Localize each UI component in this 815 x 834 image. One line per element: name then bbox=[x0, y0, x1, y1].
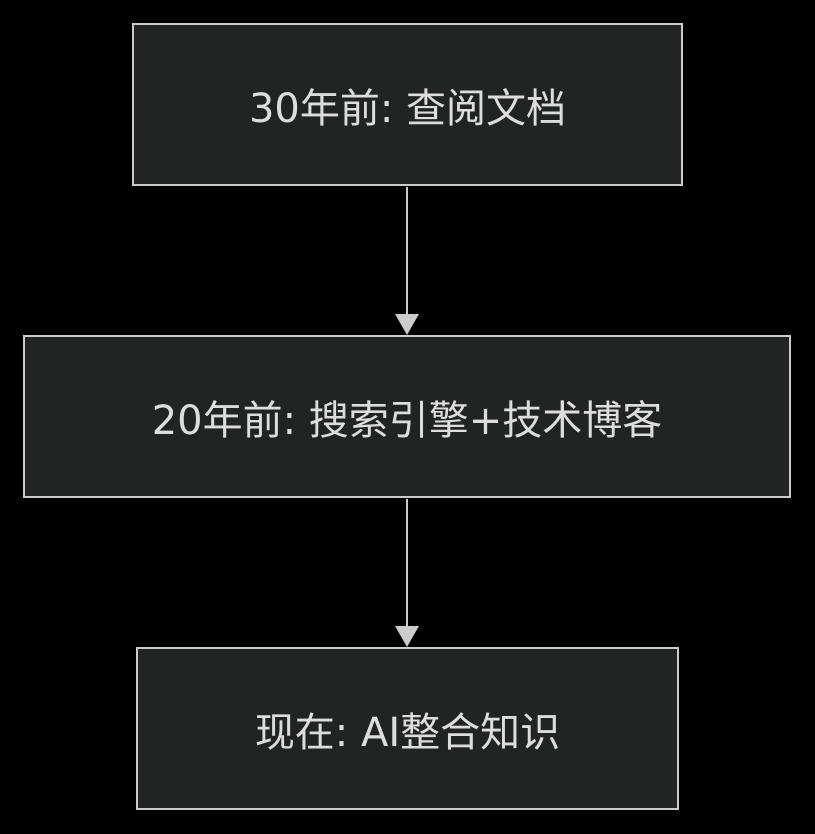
arrowhead-n2-to-n3 bbox=[395, 626, 419, 647]
node-label: 30年前: 查阅文档 bbox=[248, 85, 567, 132]
flow-node-now: 现在: AI整合知识 bbox=[136, 647, 679, 810]
flow-node-30-years-ago: 30年前: 查阅文档 bbox=[132, 23, 683, 186]
arrowhead-n1-to-n2 bbox=[395, 314, 419, 335]
node-label: 20年前: 搜索引擎+技术博客 bbox=[151, 397, 663, 444]
node-label: 现在: AI整合知识 bbox=[254, 709, 561, 756]
flow-node-20-years-ago: 20年前: 搜索引擎+技术博客 bbox=[23, 335, 791, 498]
